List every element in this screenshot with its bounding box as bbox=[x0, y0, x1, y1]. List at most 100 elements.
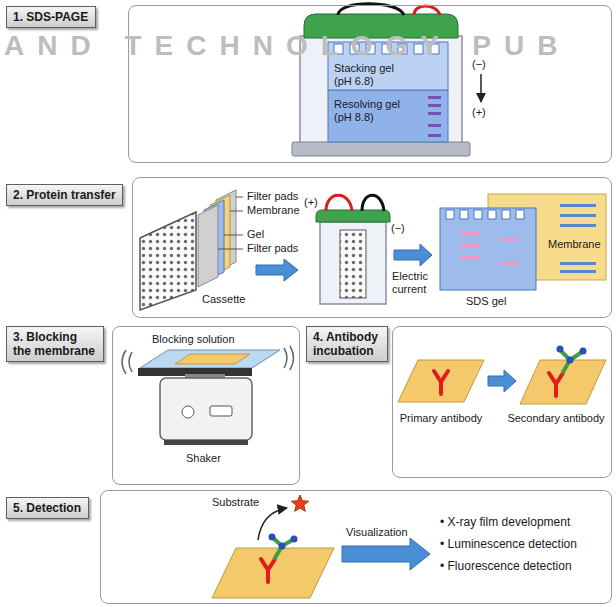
sds-gel bbox=[428, 134, 441, 137]
transfer-sandwich bbox=[140, 190, 236, 310]
part-label: (+) bbox=[472, 106, 486, 119]
sds-gel bbox=[460, 232, 480, 235]
sds-gel bbox=[440, 208, 536, 290]
transfer-tank bbox=[362, 195, 384, 211]
step-panel: Filter padsMembraneGelFilter padsCassett… bbox=[132, 177, 612, 318]
transfer-sandwich bbox=[198, 205, 218, 287]
sds-gel bbox=[460, 244, 480, 247]
part-label: Primary antibody bbox=[400, 412, 483, 425]
sds-gel bbox=[500, 262, 520, 265]
part-label: • X-ray film development bbox=[440, 515, 570, 529]
membrane-primary bbox=[434, 371, 448, 394]
blotted-membrane bbox=[560, 224, 596, 227]
step-panel: Blocking solutionShaker bbox=[112, 326, 300, 485]
transfer-tank bbox=[326, 195, 352, 211]
electrophoresis-tank bbox=[292, 4, 470, 156]
step-panel: Primary antibodySecondary antibody bbox=[392, 326, 612, 478]
part-label: Filter pads bbox=[247, 242, 298, 255]
membrane-secondary bbox=[560, 350, 582, 372]
blotted-membrane bbox=[560, 270, 596, 273]
blotted-membrane bbox=[560, 214, 596, 217]
part-label: Filter pads bbox=[247, 190, 298, 203]
step-heading-box: 3. Blocking the membrane bbox=[6, 326, 104, 362]
shaker bbox=[164, 440, 248, 445]
sds-gel bbox=[428, 96, 441, 99]
sds-gel bbox=[516, 210, 524, 219]
membrane-secondary bbox=[520, 346, 606, 405]
part-label: Blocking solution bbox=[152, 333, 235, 346]
part-label: Visualization bbox=[346, 526, 408, 539]
part-label: Resolving gel (pH 8.8) bbox=[334, 98, 412, 124]
transfer-tank bbox=[340, 230, 366, 298]
step-title: 3. Blocking the membrane bbox=[13, 330, 97, 358]
membrane-secondary bbox=[557, 346, 564, 353]
shaker bbox=[122, 350, 126, 374]
step-heading-box: 4. Antibody incubation bbox=[306, 326, 388, 362]
leader-line bbox=[236, 197, 243, 198]
part-label: Stacking gel (pH 6.8) bbox=[334, 62, 404, 88]
shaker bbox=[140, 350, 280, 368]
membrane-secondary bbox=[549, 373, 563, 396]
part-label: Gel bbox=[247, 228, 264, 241]
transfer-tank bbox=[316, 195, 390, 304]
step-heading-box: 1. SDS-PAGE bbox=[6, 6, 96, 28]
part-label: (+) bbox=[304, 196, 318, 209]
shaker bbox=[160, 378, 252, 440]
sds-gel bbox=[328, 90, 448, 142]
detection-membrane bbox=[212, 548, 334, 598]
sds-gel bbox=[446, 210, 454, 219]
transfer-tank bbox=[316, 210, 390, 222]
step-panel: SubstrateVisualization • X-ray film devel… bbox=[100, 490, 612, 604]
electrophoresis-tank bbox=[414, 6, 440, 15]
substrate-reaction bbox=[258, 508, 287, 540]
sds-gel bbox=[460, 210, 468, 219]
visualization-arrow bbox=[342, 538, 430, 570]
part-label: Substrate bbox=[212, 496, 259, 509]
sds-gel bbox=[440, 208, 536, 290]
sds-gel bbox=[428, 104, 441, 107]
part-label: Membrane bbox=[247, 204, 300, 217]
step-arrow bbox=[488, 370, 516, 392]
step-arrow bbox=[488, 370, 516, 392]
leader-line bbox=[230, 211, 243, 212]
sds-gel bbox=[500, 238, 520, 241]
sds-gel bbox=[502, 210, 510, 219]
electrophoresis-tank bbox=[292, 142, 470, 156]
membrane-secondary bbox=[567, 357, 574, 364]
shaker bbox=[290, 346, 294, 370]
part-label: SDS gel bbox=[466, 295, 506, 308]
shaker bbox=[284, 348, 287, 368]
substrate-reaction bbox=[291, 495, 308, 511]
part-label: Cassette bbox=[202, 293, 245, 306]
leader-line bbox=[218, 249, 243, 250]
shaker bbox=[129, 352, 132, 372]
sds-gel bbox=[488, 210, 496, 219]
step-title: 5. Detection bbox=[13, 501, 82, 515]
migration-arrow bbox=[480, 74, 482, 102]
sds-gel bbox=[460, 256, 480, 259]
transfer-sandwich bbox=[140, 212, 196, 310]
blotted-membrane bbox=[560, 262, 596, 265]
detection-membrane bbox=[269, 534, 276, 541]
blotted-membrane bbox=[560, 204, 596, 207]
detection-membrane bbox=[261, 559, 275, 582]
substrate-reaction bbox=[258, 495, 309, 540]
part-label: Electric current bbox=[392, 270, 438, 296]
sds-gel bbox=[474, 210, 482, 219]
detection-membrane bbox=[291, 536, 298, 543]
part-label: • Fluorescence detection bbox=[440, 559, 572, 573]
shaker bbox=[175, 354, 250, 364]
membrane-secondary bbox=[520, 360, 606, 404]
step-panel: Stacking gel (pH 6.8) Resolving gel (pH 8… bbox=[128, 5, 612, 163]
step-title: 1. SDS-PAGE bbox=[13, 10, 89, 24]
part-label: (−) bbox=[391, 222, 405, 235]
visualization-arrow bbox=[342, 538, 430, 570]
migration-arrow bbox=[481, 74, 482, 102]
membrane-primary bbox=[398, 360, 484, 402]
transfer-tank bbox=[320, 222, 386, 304]
sds-gel bbox=[428, 112, 441, 115]
membrane-secondary bbox=[580, 348, 587, 355]
step-heading-box: 5. Detection bbox=[6, 497, 89, 519]
shaker bbox=[182, 406, 194, 418]
step-heading-box: 2. Protein transfer bbox=[6, 184, 123, 206]
